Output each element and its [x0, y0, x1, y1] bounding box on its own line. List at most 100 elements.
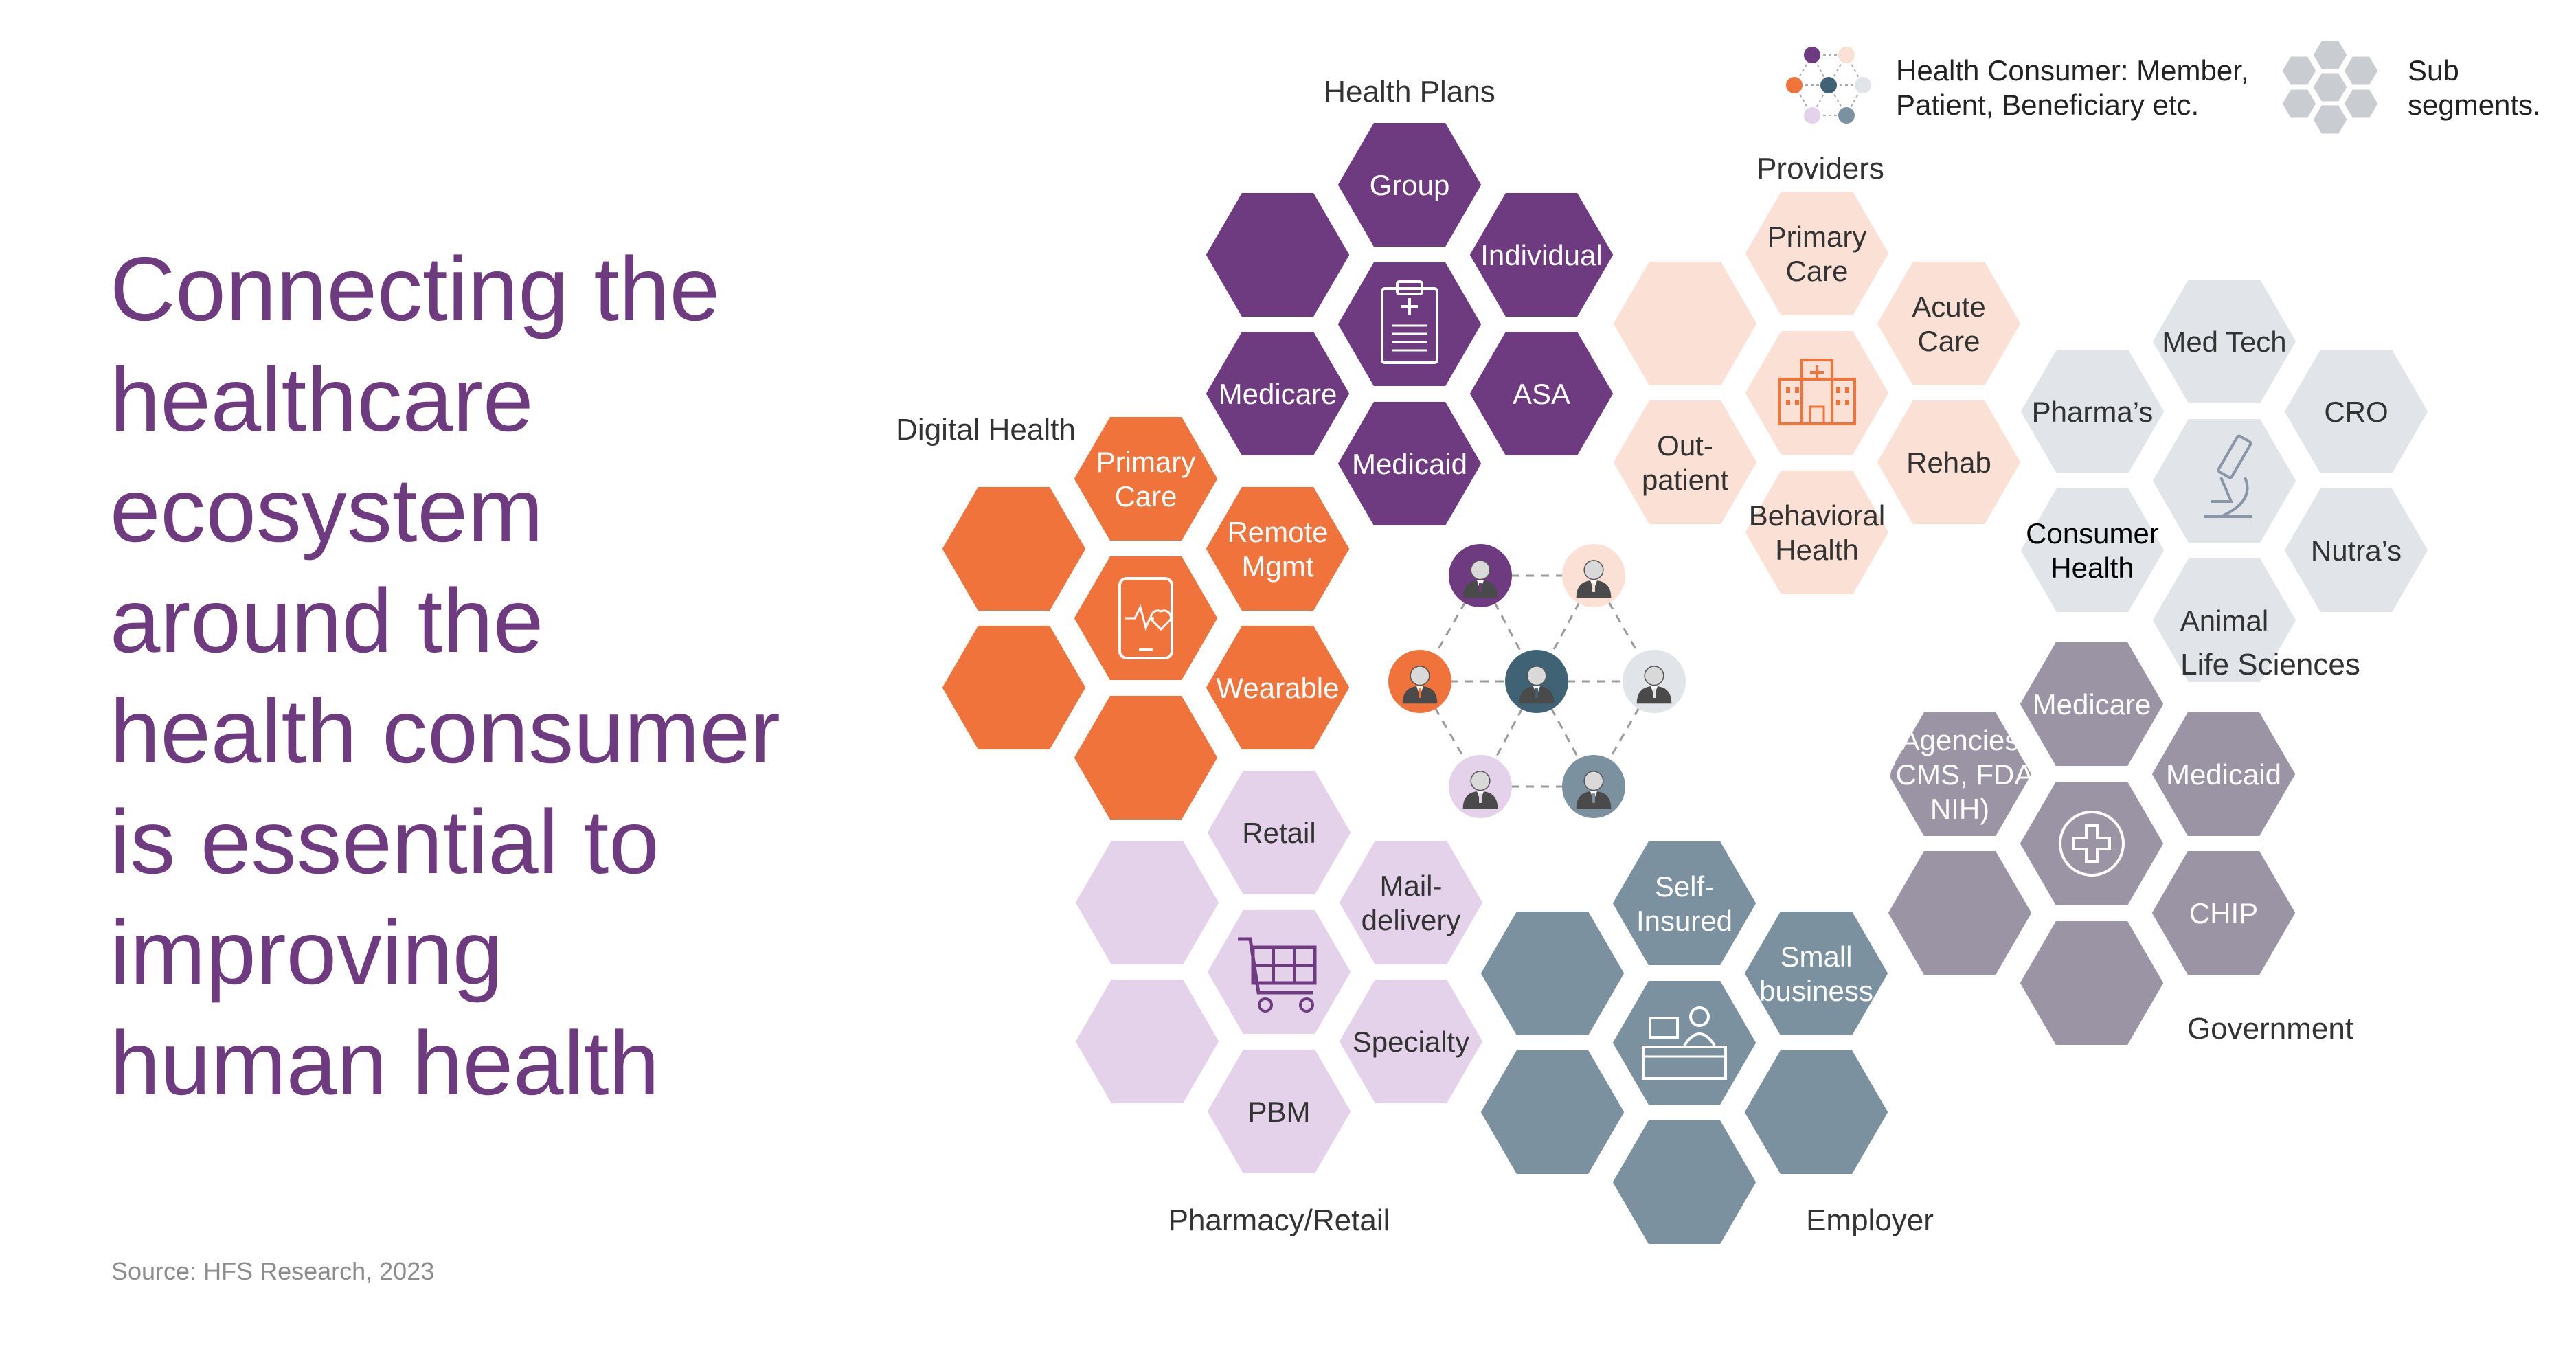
providers-cell-hex: [1737, 464, 1897, 601]
pharmacy-retail-cell-label: Specialty: [1353, 1026, 1469, 1058]
digital-health-cell-hex: [934, 619, 1094, 756]
providers-cell-label: Out-patient: [1642, 429, 1728, 496]
employer-cell-hex: [1473, 1043, 1632, 1181]
life-sciences-cell-label: Med Tech: [2162, 326, 2286, 358]
digital-health-cell-hex: [1198, 619, 1357, 756]
employer-cell-hex: [1605, 835, 1764, 972]
consumer-node: [1562, 544, 1625, 607]
legend-consumer-label: Health Consumer: Member, Patient, Benefi…: [1896, 54, 2249, 122]
life-sciences-cell-hex: [2276, 343, 2436, 480]
life-sciences-cell-label: Pharma’s: [2032, 396, 2154, 428]
providers-cell-hex: [1605, 394, 1765, 531]
consumer-node: [1449, 544, 1512, 607]
life-sciences-cell-label: Nutra’s: [2311, 534, 2402, 567]
government-cell-hex: [2012, 914, 2171, 1052]
life-sciences-cell-hex: [2013, 482, 2172, 619]
government-cell-label: Medicaid: [2166, 758, 2281, 791]
health-plans-cell-hex: [1462, 325, 1621, 462]
health-plans-cell-label: Individual: [1480, 239, 1602, 271]
headline-line-1: Connecting the: [110, 238, 720, 339]
employer-cell-hex: [1473, 905, 1632, 1042]
pharmacy-retail-cell-hex: [1331, 834, 1491, 971]
health-plans-title: Health Plans: [1324, 75, 1495, 109]
hospital-icon: [1778, 359, 1856, 425]
health-plans-cell-label: Medicaid: [1352, 448, 1467, 480]
pharmacy-retail-segment: RetailMail-deliverySpecialtyPBMPharmacy/…: [1067, 764, 1491, 1237]
consumer-node: [1562, 755, 1625, 818]
headline-line-6: is essential to: [110, 791, 659, 892]
health-plans-cell-label: Group: [1370, 169, 1450, 201]
digital-health-cell-hex: [934, 480, 1094, 618]
health-plans-cell-hex: [1198, 186, 1357, 324]
life-sciences-cell-hex: [2145, 552, 2304, 689]
providers-cell-hex: [1869, 255, 2029, 392]
government-cell-label: Medicare: [2033, 688, 2151, 721]
health-plans-cell-hex: [1198, 325, 1357, 462]
consumer-node: [1388, 650, 1451, 713]
government-cell-hex: [1880, 844, 2040, 982]
government-title: Government: [2187, 1012, 2353, 1046]
person-icon: [1462, 771, 1498, 809]
employer-title: Employer: [1806, 1203, 1934, 1237]
life-sciences-cell-hex: [2276, 482, 2436, 619]
government-cell-hex: [2012, 635, 2171, 773]
pharmacy-retail-cell-label: Retail: [1242, 817, 1315, 849]
digital-health-cell-hex: [1198, 480, 1357, 618]
employer-cell-hex: [1737, 905, 1896, 1042]
person-icon: [1576, 771, 1612, 809]
digital-health-cell-hex: [1066, 689, 1225, 826]
legend-subsegments-icon: [2280, 38, 2380, 136]
providers-title: Providers: [1756, 152, 1884, 185]
government-cell-label: CHIP: [2189, 897, 2258, 929]
government-cell-hex: [2144, 705, 2303, 843]
consumer-node: [1623, 650, 1686, 713]
pharmacy-retail-cell-hex: [1067, 973, 1227, 1110]
legend-consumer-line-1: Health Consumer: Member,: [1896, 54, 2249, 87]
legend-subsegments-label: Sub segments.: [2408, 54, 2541, 122]
health-plans-cell-hex: [1462, 186, 1621, 324]
legend-subseg-line-1: Sub: [2408, 54, 2459, 87]
providers-cell-hex: [1605, 255, 1765, 392]
providers-center-hex: [1737, 324, 1897, 462]
pharmacy-retail-cell-hex: [1199, 764, 1359, 901]
pharmacy-retail-cell-hex: [1331, 973, 1491, 1110]
providers-cell-hex: [1737, 185, 1897, 322]
pharmacy-retail-cell-label: PBM: [1247, 1096, 1310, 1128]
person-icon: [1462, 560, 1498, 598]
employer-cell-label: Self-Insured: [1636, 870, 1732, 937]
health-plans-cell-label: Medicare: [1219, 378, 1337, 410]
consumer-network: [1388, 544, 1686, 818]
life-sciences-cell-hex: [2013, 343, 2172, 480]
legend-consumer-icon: [1786, 47, 1871, 124]
digital-health-title: Digital Health: [896, 413, 1076, 447]
headline-line-3: ecosystem: [110, 460, 543, 561]
person-icon: [1402, 666, 1438, 704]
life-sciences-center-hex: [2145, 412, 2304, 550]
clipboard-icon: [1381, 280, 1438, 364]
person-icon: [1519, 666, 1555, 704]
digital-health-cell-hex: [1066, 410, 1225, 547]
pharmacy-retail-center-hex: [1199, 903, 1359, 1041]
pharmacy-retail-title: Pharmacy/Retail: [1168, 1203, 1390, 1237]
government-center-hex: [2012, 775, 2171, 912]
employer-cell-hex: [1605, 1114, 1764, 1251]
headline-line-8: human health: [110, 1013, 659, 1114]
pharmacy-retail-cell-hex: [1199, 1043, 1359, 1180]
microscope-icon: [2204, 434, 2252, 518]
headline-line-2: healthcare: [110, 349, 534, 450]
employer-cell-hex: [1737, 1043, 1896, 1181]
health-plans-cell-label: ASA: [1513, 378, 1570, 410]
government-cell-hex: [1880, 705, 2040, 843]
